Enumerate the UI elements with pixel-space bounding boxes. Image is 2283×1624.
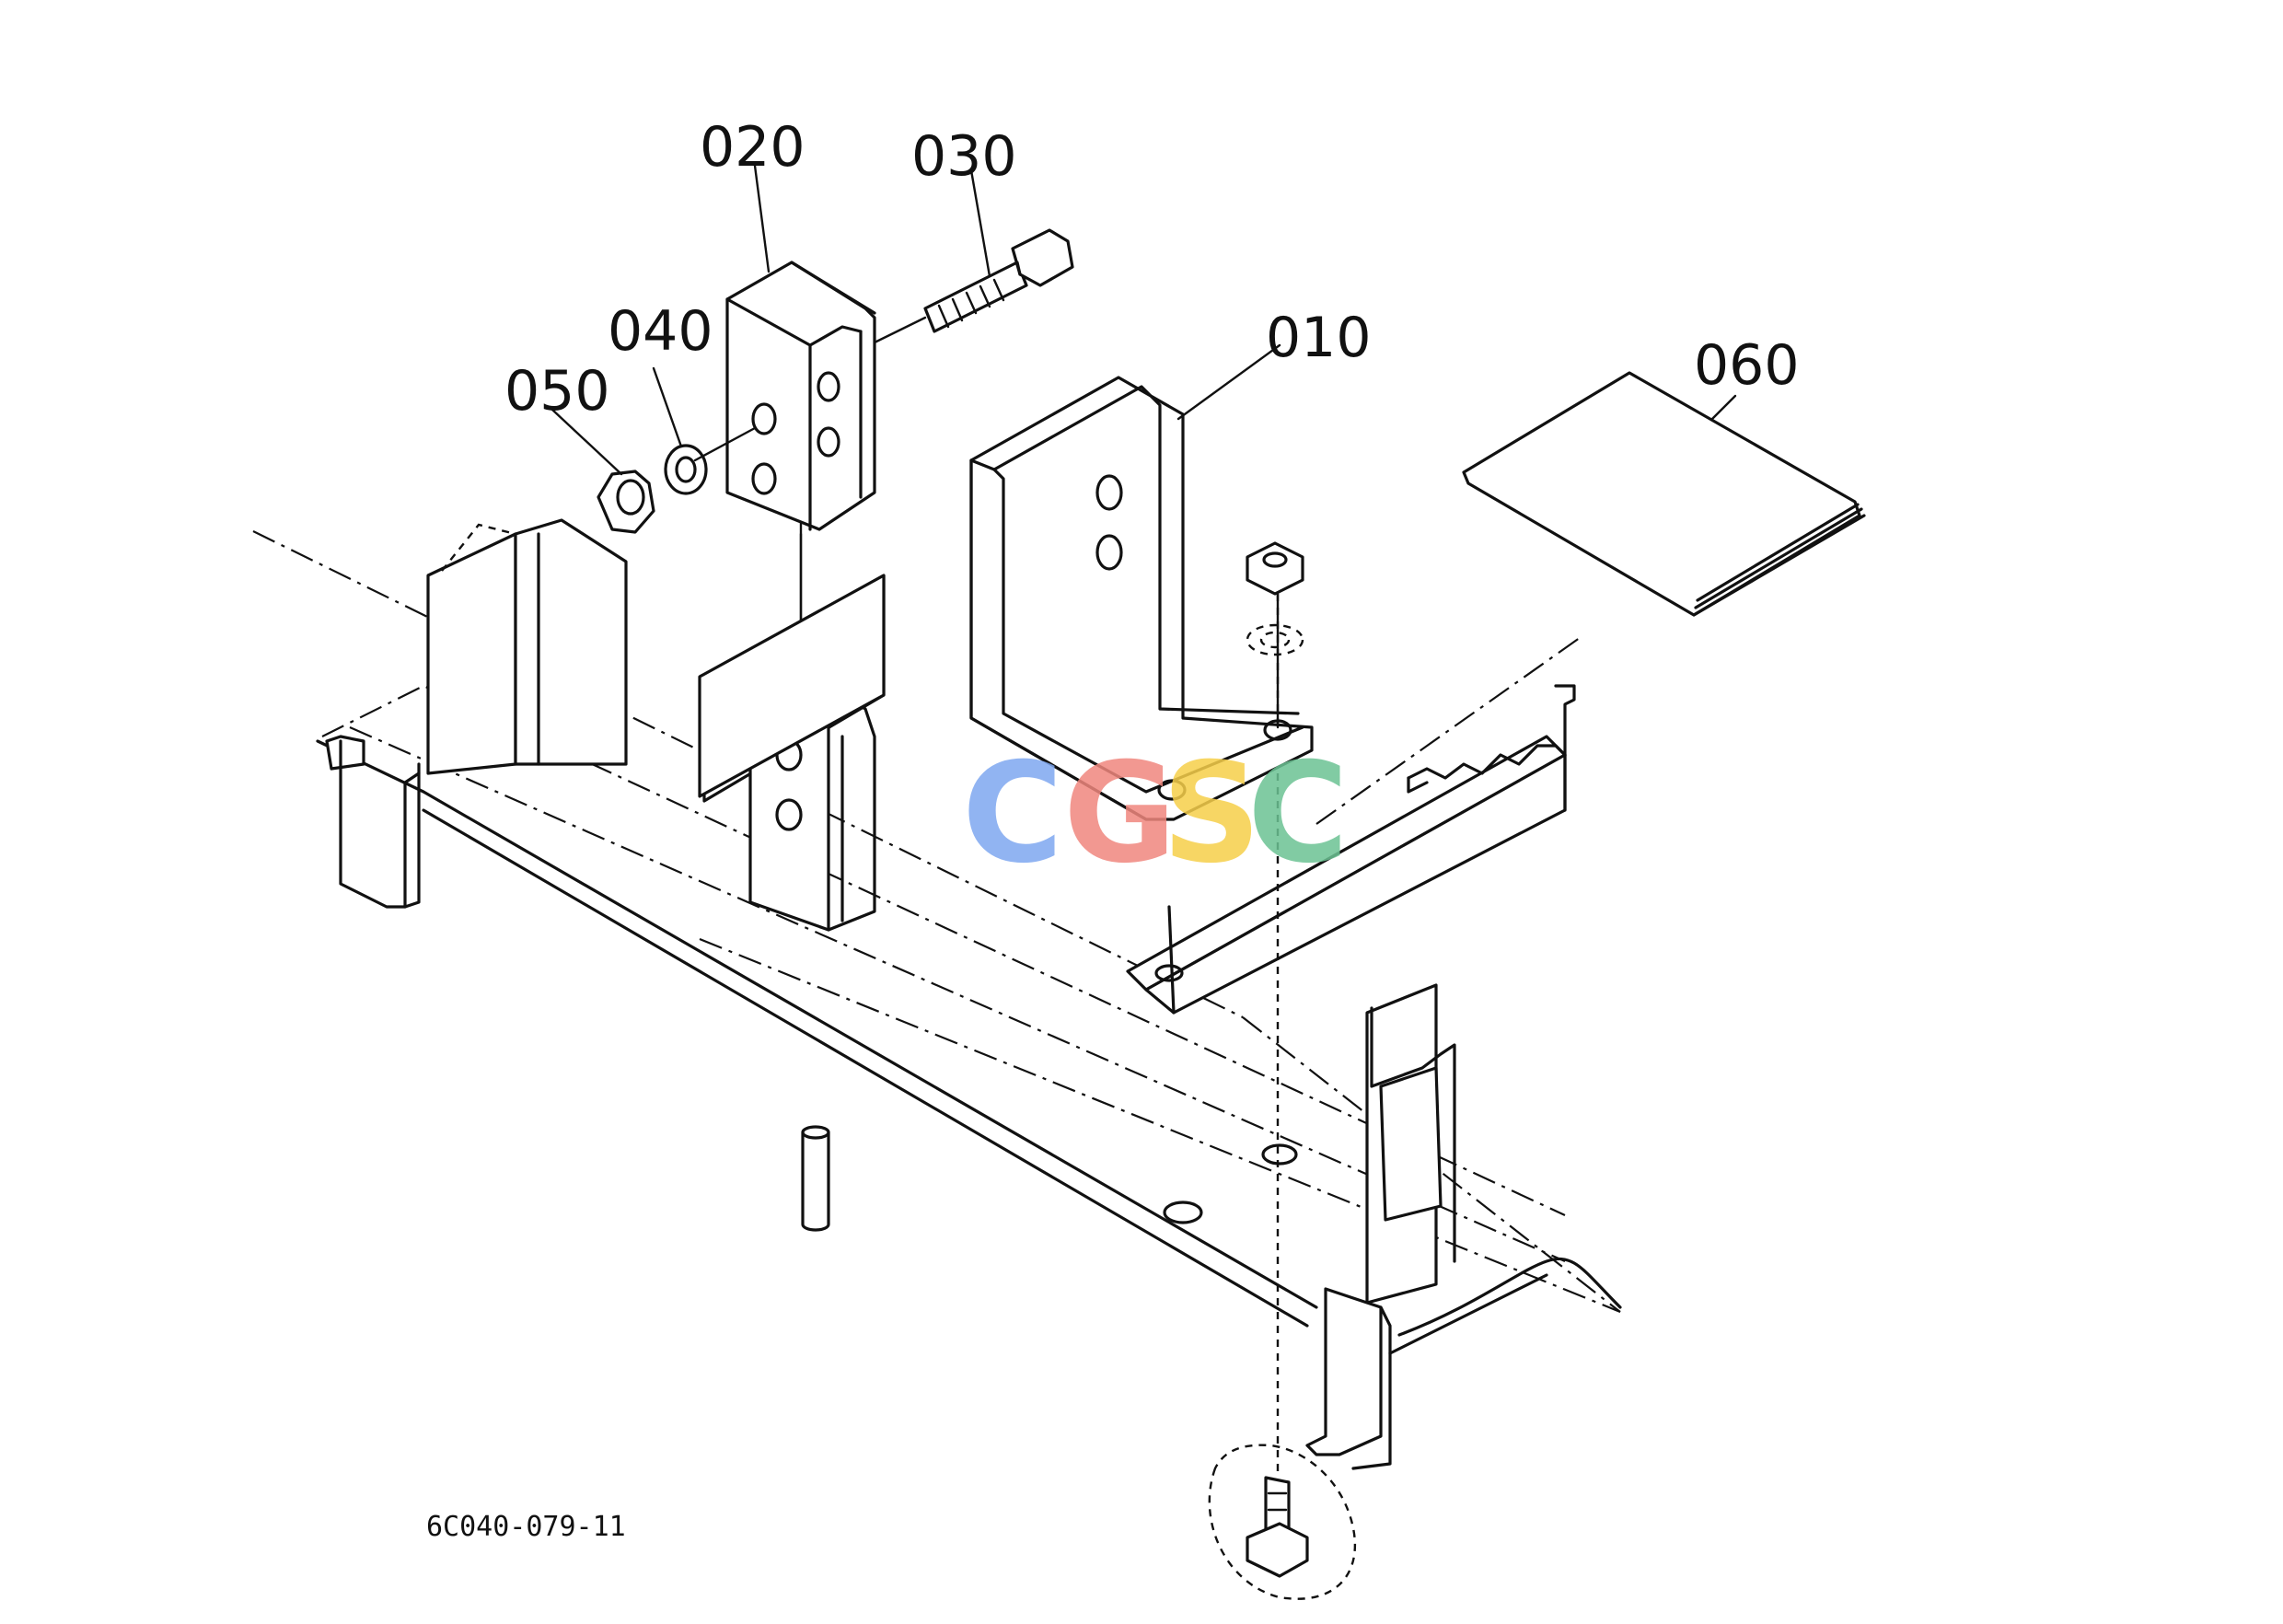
part-020-hinge-bracket <box>725 261 876 637</box>
watermark-letter-g: G <box>1063 734 1176 894</box>
lower-bolt-detail <box>1208 580 1357 1600</box>
leader-lines <box>550 164 1737 476</box>
callout-040: 040 <box>608 299 713 364</box>
callout-020: 020 <box>700 115 805 180</box>
callout-010: 010 <box>1266 306 1372 370</box>
part-040-washer <box>664 426 757 495</box>
left-base-bracket <box>325 518 628 909</box>
callout-060: 060 <box>1694 333 1800 398</box>
right-rail-bracket <box>1126 684 1576 1015</box>
watermark: C G S C <box>962 734 1349 894</box>
callout-030: 030 <box>911 124 1017 189</box>
part-010-nut-washer <box>1246 541 1304 729</box>
right-rear-bracket <box>1305 983 1456 1470</box>
base-frame <box>252 530 1622 1355</box>
part-050-nut <box>597 470 655 534</box>
watermark-letter-c2: C <box>1247 734 1349 894</box>
part-010-bracket <box>969 376 1314 821</box>
drawing-code: 6C040-079-11 <box>426 1511 626 1543</box>
watermark-letter-s: S <box>1162 734 1261 894</box>
part-060-manual <box>1462 371 1866 617</box>
part-030-bolt <box>873 228 1074 344</box>
callout-050: 050 <box>504 359 610 423</box>
watermark-letter-c1: C <box>962 734 1063 894</box>
hinge-plate <box>698 574 886 798</box>
